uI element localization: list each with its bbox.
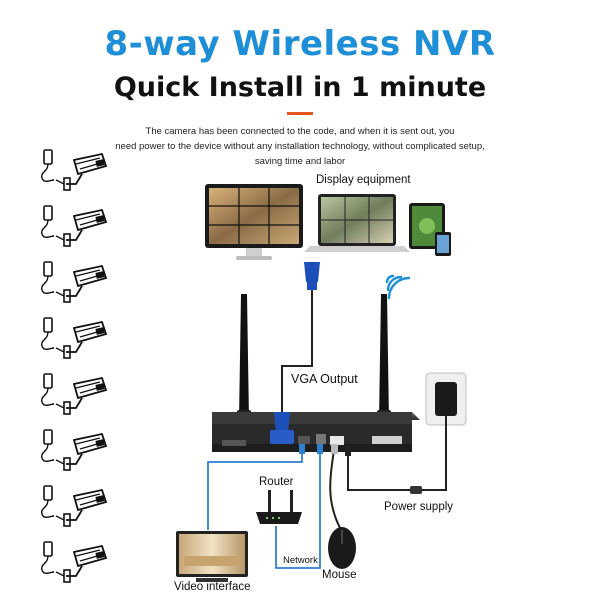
smartphone: [435, 232, 451, 256]
display-equipment-label: Display equipment: [316, 174, 411, 186]
camera-icon: [40, 149, 108, 191]
router: [256, 490, 302, 524]
camera-icon: [40, 317, 108, 359]
power-adapter: [345, 372, 467, 494]
camera-icon: [40, 485, 108, 527]
mouse-label: Mouse: [322, 569, 357, 581]
camera-icon: [40, 373, 108, 415]
antenna-left: [237, 294, 251, 422]
camera-icon: [40, 205, 108, 247]
desktop-monitor: [205, 184, 303, 260]
main-title: 8-way Wireless NVR: [104, 24, 496, 64]
camera-icon: [40, 261, 108, 303]
antenna-right: [377, 294, 391, 422]
video-interface-label: Video interface: [174, 581, 251, 593]
camera-icon: [40, 429, 108, 471]
mouse-cable: [329, 444, 341, 529]
network-label: Network: [283, 555, 318, 566]
camera-icon: [40, 541, 108, 583]
accent-divider: [287, 112, 313, 115]
video-interface-monitor: [176, 531, 248, 582]
router-label: Router: [259, 476, 294, 488]
description-line-1: The camera has been connected to the cod…: [145, 126, 455, 137]
description: The camera has been connected to the cod…: [90, 124, 510, 169]
description-line-3: saving time and labor: [254, 156, 346, 167]
subtitle: Quick Install in 1 minute: [113, 72, 487, 103]
vga-output-label: VGA Output: [291, 372, 358, 386]
usb-mouse: [328, 527, 356, 569]
vga-cable: [270, 262, 320, 444]
camera-column: [40, 149, 108, 583]
wifi-signal-icon: [385, 274, 411, 300]
laptop: [304, 194, 410, 252]
description-line-2: need power to the device without any ins…: [115, 141, 485, 152]
network-cables: [207, 444, 323, 569]
nvr-recorder: [212, 412, 420, 452]
power-supply-label: Power supply: [384, 501, 454, 513]
